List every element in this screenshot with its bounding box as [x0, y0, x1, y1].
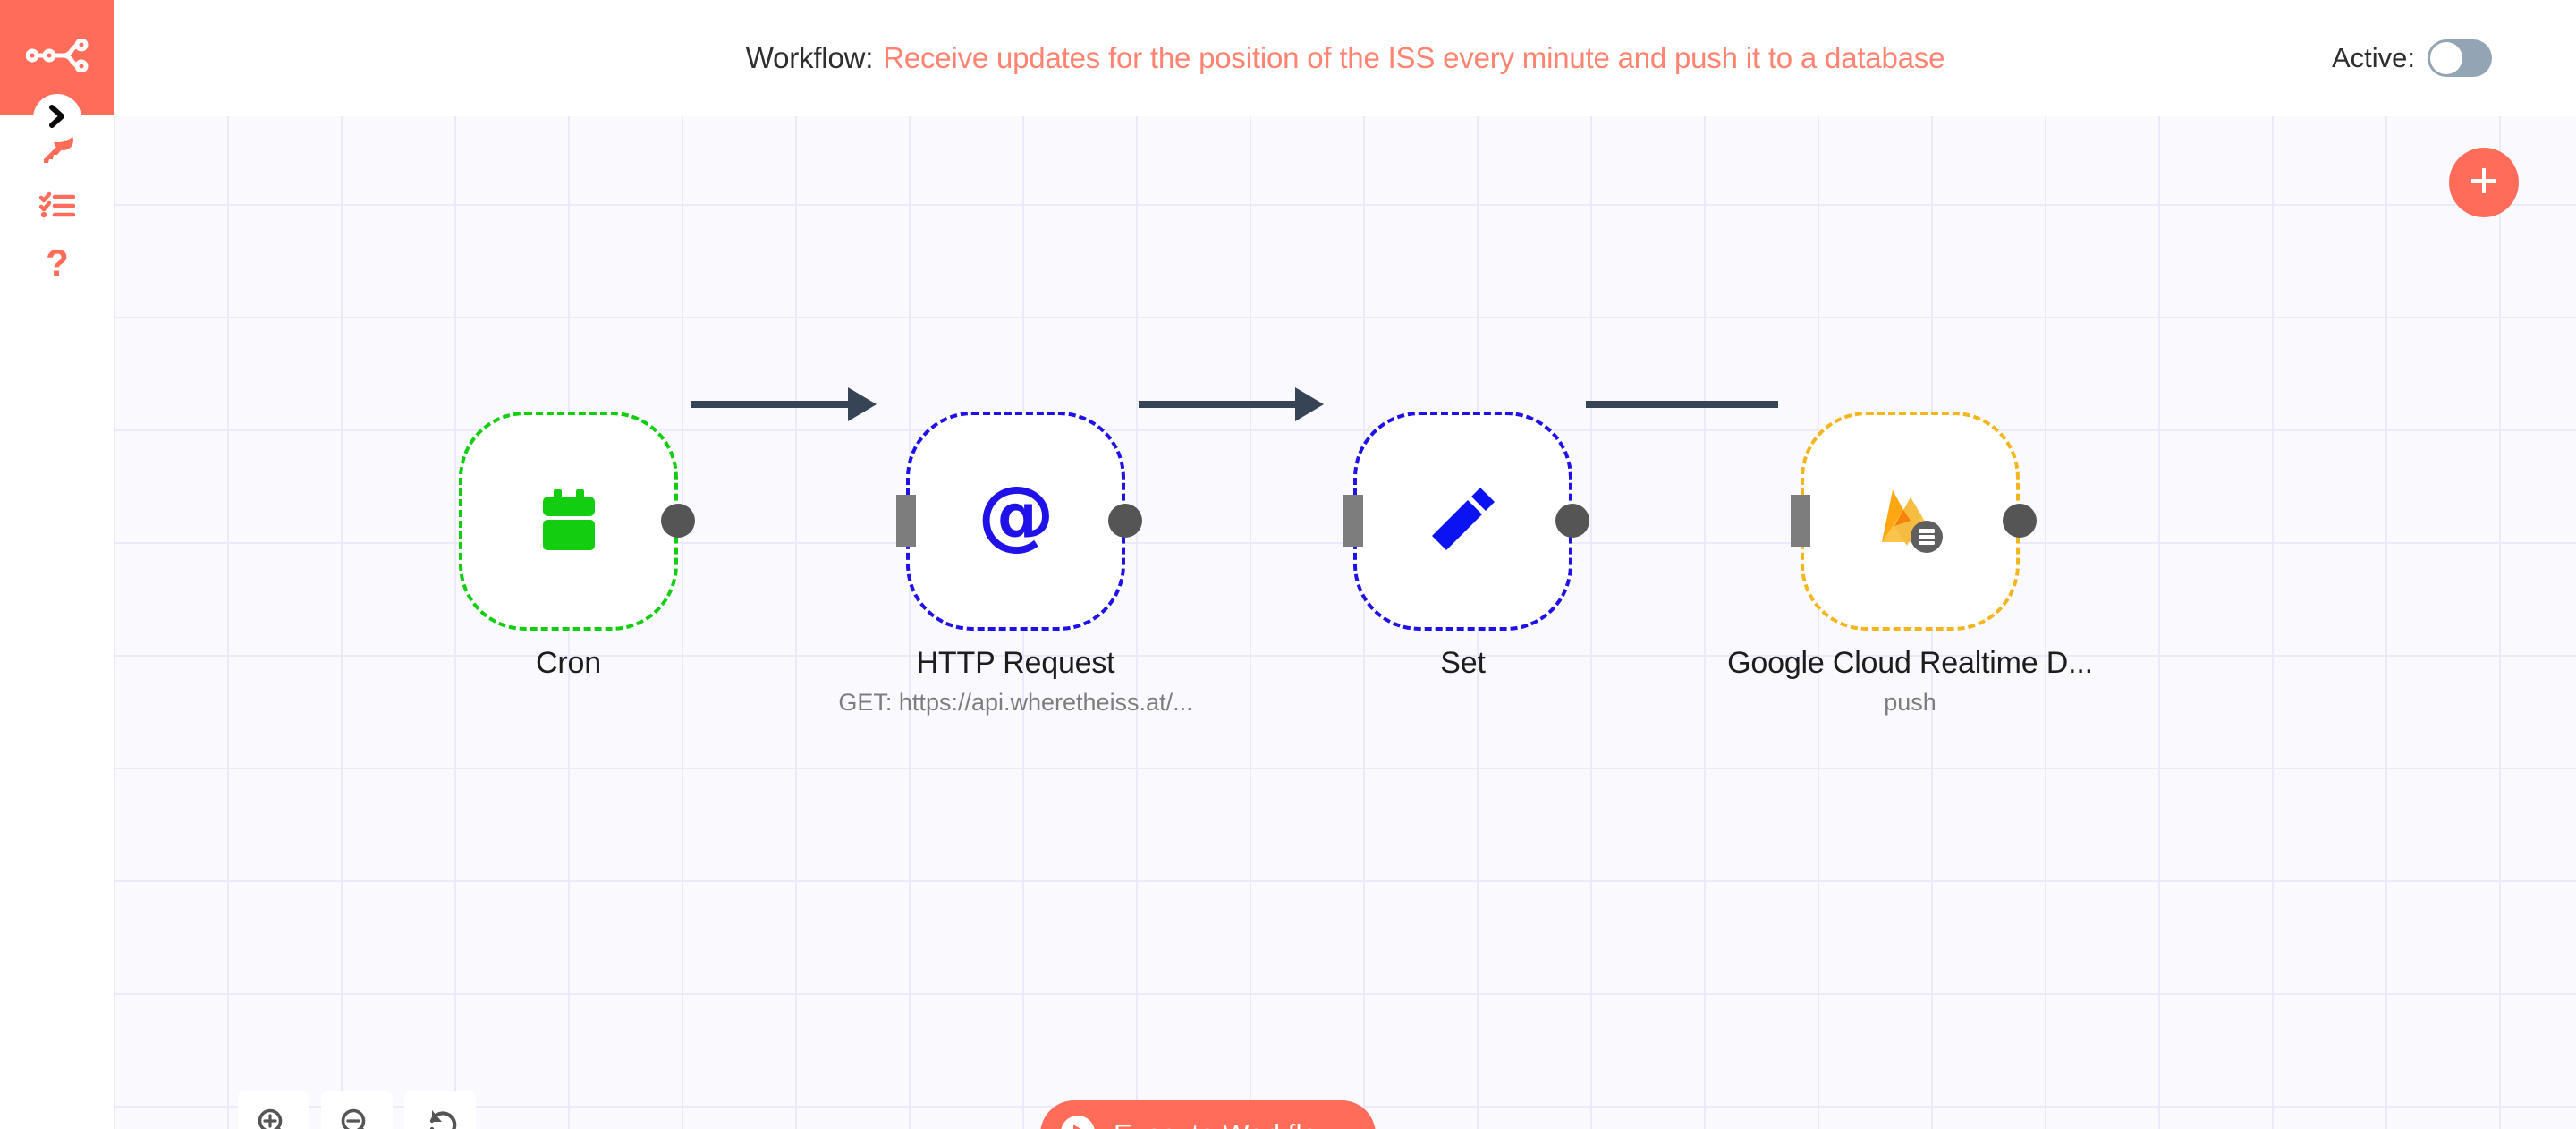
active-toggle-switch[interactable]: [2428, 39, 2492, 77]
node-firebase-label: Google Cloud Realtime D...: [1727, 646, 2093, 680]
zoom-controls: [238, 1091, 476, 1129]
n8n-logo-icon: [25, 38, 89, 76]
node-set-box[interactable]: [1353, 412, 1572, 631]
at-sign-icon: @: [975, 470, 1057, 564]
connection-arrow-set: [1295, 387, 1324, 421]
sidebar: ?: [0, 0, 114, 1129]
node-http-request-input-port[interactable]: [896, 495, 916, 547]
chevron-right-icon: [47, 104, 67, 132]
node-http-request-label: HTTP Request: [916, 646, 1115, 680]
firebase-icon: [1868, 476, 1953, 566]
add-node-button[interactable]: [2449, 148, 2519, 217]
pencil-icon: [1425, 480, 1502, 562]
node-http-request[interactable]: @ HTTP Request GET: https://api.wherethe…: [838, 412, 1193, 716]
reset-zoom-button[interactable]: [404, 1091, 476, 1129]
connection-arrow-http: [848, 387, 877, 421]
active-label: Active:: [2331, 42, 2415, 73]
node-firebase-output-port[interactable]: [2003, 504, 2037, 538]
node-http-request-box[interactable]: @: [906, 412, 1125, 631]
top-header: Workflow: Receive updates for the positi…: [114, 0, 2576, 116]
connection-cron-to-http[interactable]: [691, 401, 857, 408]
node-cron-label: Cron: [536, 646, 601, 680]
node-firebase-subtitle: push: [1884, 689, 1936, 716]
sidebar-expand-button[interactable]: [33, 94, 81, 142]
zoom-in-icon: [256, 1107, 292, 1129]
node-http-request-output-port[interactable]: [1108, 504, 1142, 538]
node-cron-box[interactable]: [459, 412, 678, 631]
question-mark-icon: ?: [44, 242, 71, 288]
workflow-title: Workflow: Receive updates for the positi…: [114, 0, 2576, 116]
node-firebase-box[interactable]: [1801, 412, 2020, 631]
connection-http-to-set[interactable]: [1139, 401, 1304, 408]
node-set[interactable]: Set: [1343, 412, 1589, 680]
node-google-cloud-realtime-database[interactable]: Google Cloud Realtime D... push: [1727, 412, 2093, 716]
zoom-out-button[interactable]: [321, 1091, 393, 1129]
plus-icon: [2466, 163, 2502, 203]
svg-text:@: @: [978, 478, 1055, 559]
node-cron[interactable]: Cron: [459, 412, 695, 680]
reset-arrow-icon: [422, 1107, 458, 1129]
node-set-output-port[interactable]: [1555, 504, 1589, 538]
workflow-name[interactable]: Receive updates for the position of the …: [883, 41, 1945, 74]
node-set-input-port[interactable]: [1343, 495, 1363, 547]
checklist-icon: [38, 191, 76, 225]
connection-set-to-firebase[interactable]: [1586, 401, 1778, 408]
node-set-label: Set: [1440, 646, 1486, 680]
execute-workflow-label: Execute Workflow: [1114, 1118, 1338, 1129]
node-cron-output-port[interactable]: [661, 504, 695, 538]
zoom-out-icon: [339, 1107, 375, 1129]
workflow-canvas[interactable]: Cron @ HTTP Request GET: https://api.whe…: [114, 116, 2576, 1129]
sidebar-item-executions[interactable]: [0, 179, 114, 236]
toggle-knob: [2430, 42, 2462, 74]
active-control: Active:: [2332, 0, 2492, 116]
workflow-label: Workflow:: [745, 41, 874, 74]
zoom-in-button[interactable]: [238, 1091, 309, 1129]
svg-text:?: ?: [46, 246, 69, 284]
execute-workflow-button[interactable]: Execute Workflow: [1040, 1100, 1376, 1129]
calendar-icon: [532, 482, 606, 560]
node-firebase-input-port[interactable]: [1791, 495, 1810, 547]
play-icon: [1060, 1115, 1096, 1129]
sidebar-item-help[interactable]: ?: [0, 238, 114, 295]
node-http-request-subtitle: GET: https://api.wheretheiss.at/...: [838, 689, 1193, 716]
